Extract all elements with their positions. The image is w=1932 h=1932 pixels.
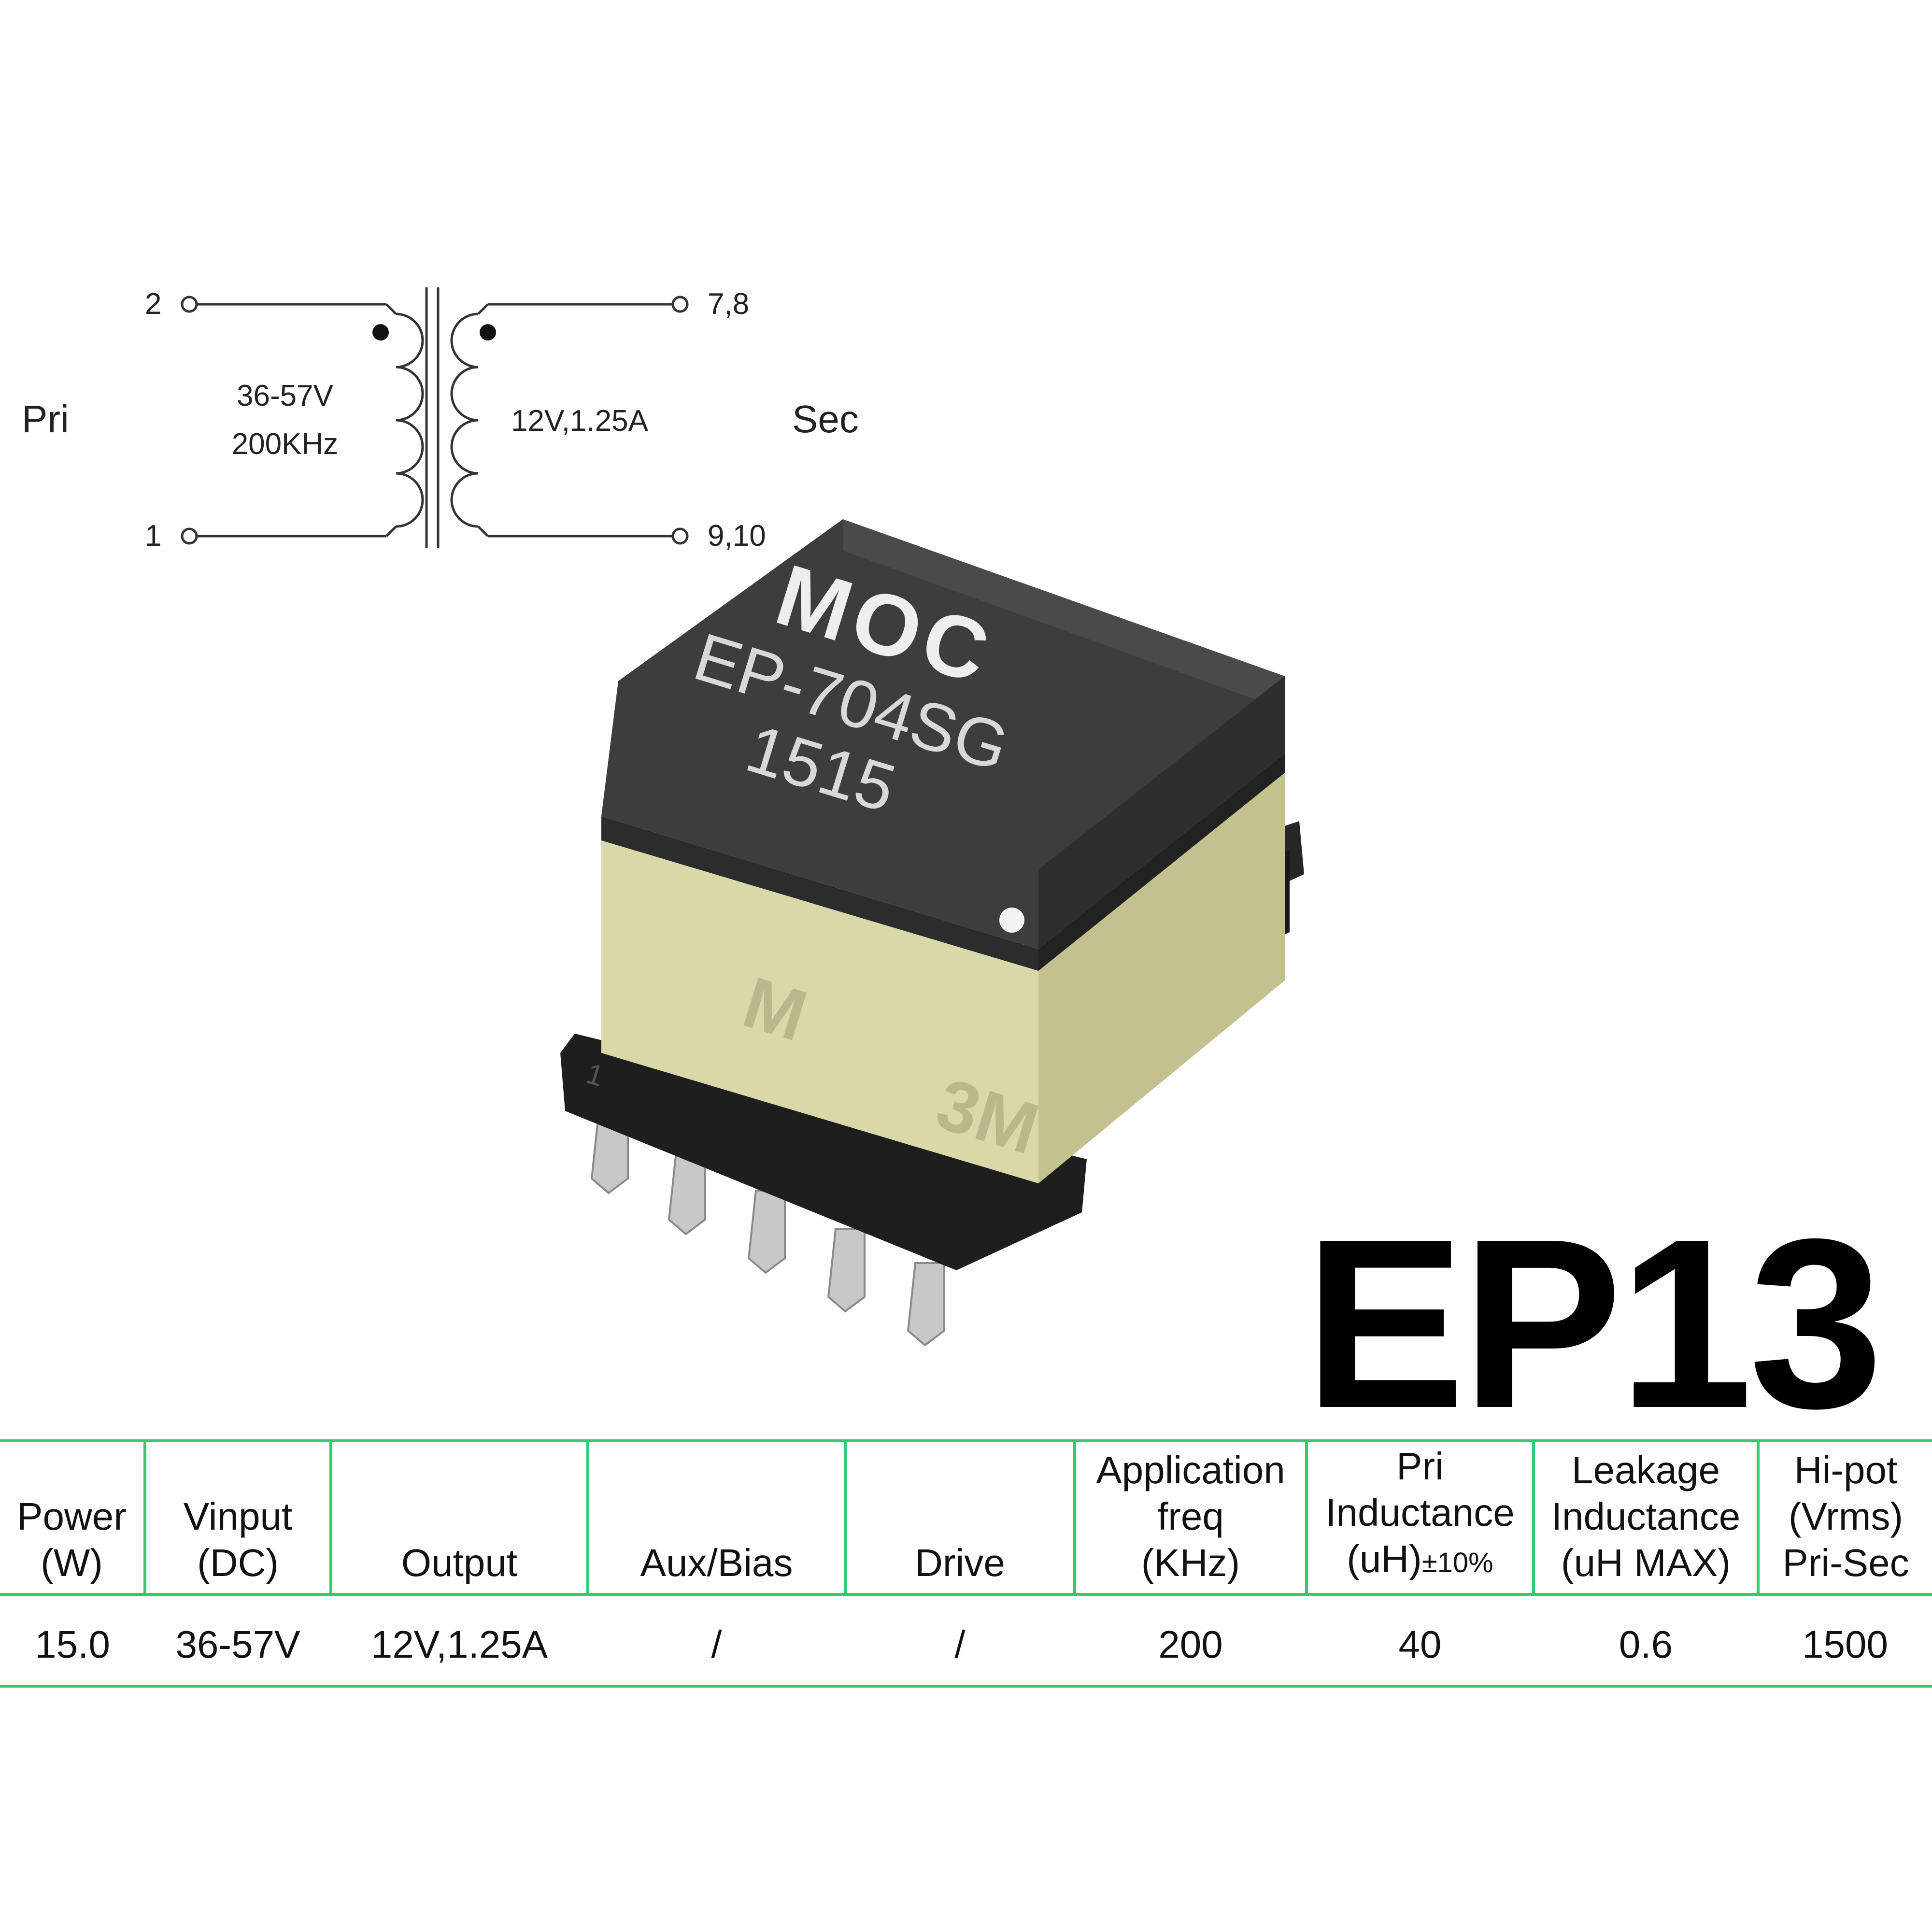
secondary-rating: 12V,1.25A [511, 404, 649, 438]
insulation-tape: M 3M 1 [582, 773, 1285, 1183]
pin-one-indicator [999, 908, 1024, 933]
header-output: Output [329, 1439, 588, 1596]
cell-leakage-inductance: 0.6 [1534, 1604, 1758, 1688]
cell-application-freq: 200 [1075, 1604, 1307, 1688]
cell-hi-pot: 1500 [1758, 1604, 1932, 1688]
table-row: 15.0 36-57V 12V,1.25A / / 200 40 0.6 150… [0, 1604, 1932, 1688]
header-pri-inductance: Pri Inductance (uH)±10% [1305, 1439, 1534, 1596]
pin-2-terminal [181, 296, 198, 313]
cell-vinput: 36-57V [145, 1604, 331, 1688]
primary-coil [396, 313, 424, 528]
secondary-polarity-dot [480, 324, 496, 341]
pin-1-label: 1 [145, 519, 161, 553]
series-title: EP13 [1304, 1188, 1883, 1458]
primary-label: Pri [22, 398, 69, 440]
primary-frequency: 200KHz [232, 427, 339, 461]
secondary-label: Sec [792, 398, 859, 440]
primary-voltage: 36-57V [237, 379, 334, 412]
cell-power: 15.0 [0, 1604, 145, 1688]
spec-table: Power (W) Vinput (DC) Output Aux/Bias Dr… [0, 1439, 1932, 1688]
header-hi-pot: Hi-pot (Vrms) Pri-Sec [1757, 1439, 1932, 1596]
pin-910-terminal [671, 527, 689, 545]
transformer-component-photo: M 3M 1 MOC EP-704SG 1515 [560, 519, 1304, 1347]
header-drive: Drive [844, 1439, 1075, 1596]
cell-pri-inductance: 40 [1307, 1604, 1534, 1688]
pin-1-terminal [181, 527, 198, 545]
header-aux-bias: Aux/Bias [586, 1439, 845, 1596]
pin-78-label: 7,8 [708, 287, 749, 321]
primary-polarity-dot [372, 324, 389, 341]
secondary-coil [450, 313, 479, 528]
header-vinput: Vinput (DC) [143, 1439, 331, 1596]
pin-78-terminal [671, 296, 689, 313]
header-application-freq: Application freq (KHz) [1073, 1439, 1307, 1596]
cell-drive: / [845, 1604, 1075, 1688]
header-power: Power (W) [0, 1439, 145, 1596]
table-header-row: Power (W) Vinput (DC) Output Aux/Bias Dr… [0, 1439, 1932, 1596]
header-leakage-inductance: Leakage Inductance (uH MAX) [1532, 1439, 1758, 1596]
transformer-schematic: 2 1 7,8 9,10 Pri Sec 36-57V 200KHz 12V,1… [22, 287, 859, 553]
cell-aux-bias: / [588, 1604, 845, 1688]
pin-910-label: 9,10 [708, 519, 766, 553]
ferrite-core [601, 519, 1285, 971]
pin-2-label: 2 [145, 287, 161, 321]
cell-output: 12V,1.25A [331, 1604, 588, 1688]
